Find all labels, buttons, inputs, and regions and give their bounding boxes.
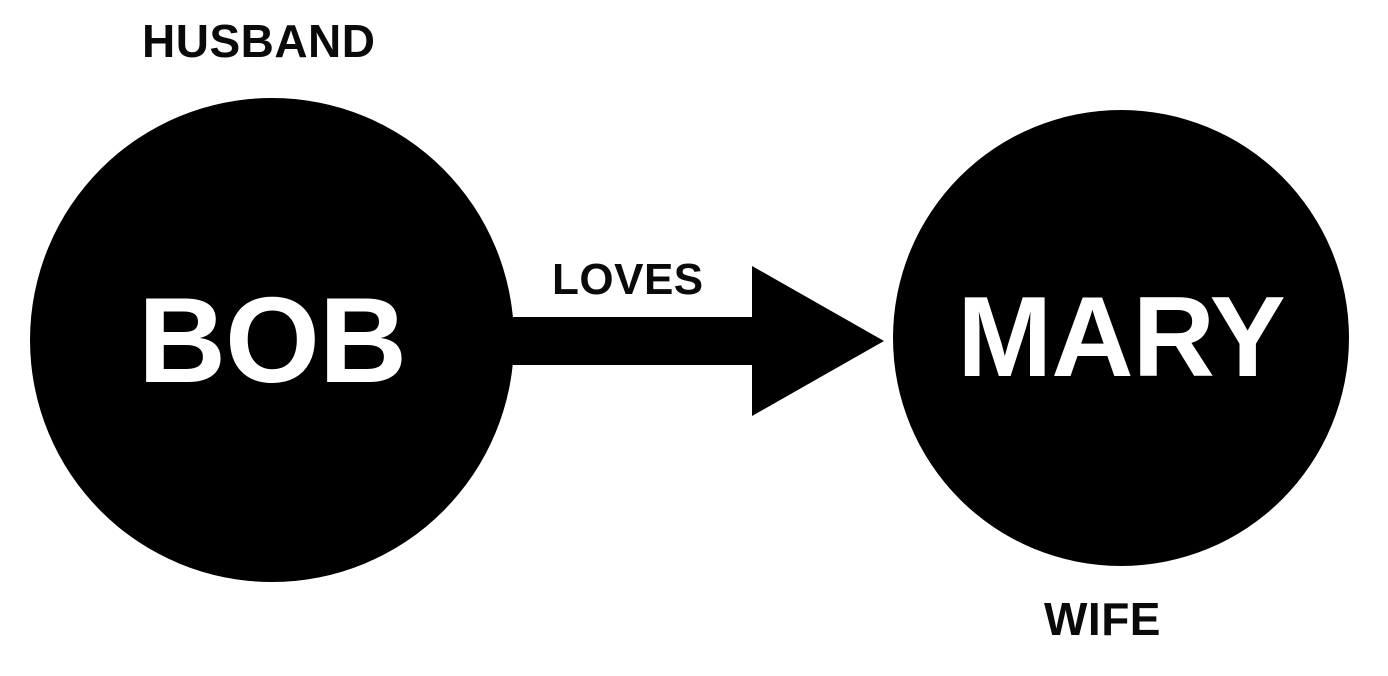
bob-node-label: BOB bbox=[137, 272, 407, 408]
wife-role-label: WIFE bbox=[1044, 593, 1161, 645]
loves-edge-label: LOVES bbox=[552, 255, 704, 304]
husband-role-label: HUSBAND bbox=[142, 15, 376, 67]
loves-arrow-shaft bbox=[511, 317, 757, 365]
mary-node-label: MARY bbox=[957, 274, 1285, 401]
mary-node: MARY bbox=[893, 110, 1349, 566]
bob-node: BOB bbox=[30, 98, 514, 582]
loves-arrow-head-icon bbox=[752, 266, 884, 416]
